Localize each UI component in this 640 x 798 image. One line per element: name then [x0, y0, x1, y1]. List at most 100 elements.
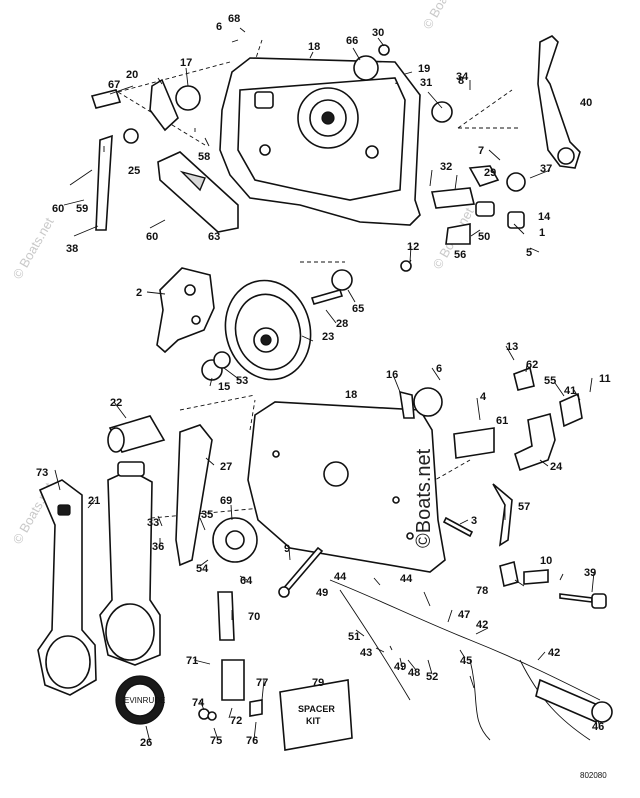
plate-63 [157, 151, 239, 233]
watermark-faint-2: © Boats.net [420, 0, 467, 31]
callout-72: 72 [230, 715, 242, 727]
handle-21 [99, 461, 161, 666]
callout-24: 24 [550, 461, 563, 473]
callout-64: 64 [240, 575, 253, 587]
callout-4: 4 [480, 391, 487, 403]
callout-20: 20 [126, 69, 138, 81]
lower-housing-cover [247, 401, 446, 573]
callout-37: 37 [540, 163, 552, 175]
bracket-2 [156, 267, 215, 354]
gear-hub-23 [224, 279, 312, 381]
handle-73 [37, 479, 97, 696]
callout-59: 59 [76, 203, 88, 215]
callout-76: 76 [246, 735, 258, 747]
callout-leaders [54, 27, 601, 743]
callout-40: 40 [580, 97, 592, 109]
decal-text: EVINRUDE [124, 696, 165, 705]
callout-55: 55 [544, 375, 556, 387]
callout-67: 67 [108, 79, 120, 91]
ring-gear-69 [212, 517, 258, 563]
callout-60b: 60 [146, 231, 158, 243]
callout-49a: 49 [316, 587, 328, 599]
callout-31: 31 [420, 77, 432, 89]
callout-23: 23 [322, 331, 334, 343]
callout-39: 39 [584, 567, 596, 579]
callout-19: 19 [418, 63, 430, 75]
callout-57: 57 [518, 501, 530, 513]
callout-29: 29 [484, 167, 496, 179]
callout-35: 35 [201, 509, 213, 521]
callout-8: 8 [458, 75, 464, 87]
callout-45: 45 [460, 655, 472, 667]
callout-28: 28 [336, 318, 348, 330]
callout-13: 13 [506, 341, 518, 353]
callout-75: 75 [210, 735, 222, 747]
callout-42a: 42 [476, 619, 488, 631]
callout-14: 14 [538, 211, 551, 223]
callout-66: 66 [346, 35, 358, 47]
callout-33: 33 [147, 517, 159, 529]
callout-71: 71 [186, 655, 198, 667]
callout-53: 53 [236, 375, 248, 387]
cylinder-22 [107, 415, 166, 453]
callout-44a: 44 [334, 571, 347, 583]
callout-9: 9 [284, 543, 290, 555]
callout-30: 30 [372, 27, 384, 39]
callout-16: 16 [386, 369, 398, 381]
callout-41: 41 [564, 385, 576, 397]
wire-harness [329, 579, 613, 741]
callout-27: 27 [220, 461, 232, 473]
callout-73: 73 [36, 467, 48, 479]
spacer-kit-box: SPACER KIT [279, 679, 353, 751]
callout-78: 78 [476, 585, 488, 597]
callout-36: 36 [152, 541, 164, 553]
callout-58: 58 [198, 151, 210, 163]
spacer-kit-line1: SPACER [298, 704, 335, 714]
drawing-code: 802080 [580, 771, 607, 780]
upper-housing [219, 57, 421, 226]
callout-69: 69 [220, 495, 232, 507]
callout-49b: 49 [394, 661, 406, 673]
callout-25: 25 [128, 165, 140, 177]
callout-11: 11 [599, 373, 611, 385]
arm-27 [175, 424, 213, 567]
bracket-24 [514, 413, 556, 472]
small-parts [90, 44, 583, 721]
callout-12: 12 [407, 241, 419, 253]
spacer-kit-line2: KIT [306, 716, 321, 726]
watermark-main: ©Boats.net [413, 448, 435, 548]
callout-44b: 44 [400, 573, 413, 585]
callout-68: 68 [228, 13, 240, 25]
callout-62: 62 [526, 359, 538, 371]
callout-77: 77 [256, 677, 268, 689]
callout-74: 74 [192, 697, 205, 709]
callout-10: 10 [540, 555, 552, 567]
callout-26: 26 [140, 737, 152, 749]
callout-1: 1 [539, 227, 545, 239]
callout-52: 52 [426, 671, 438, 683]
callout-5: 5 [526, 247, 532, 259]
callout-2: 2 [136, 287, 142, 299]
callout-50: 50 [478, 231, 490, 243]
callout-46: 46 [592, 721, 604, 733]
callout-6b: 6 [436, 363, 442, 375]
callout-47: 47 [458, 609, 470, 621]
callout-17: 17 [180, 57, 192, 69]
callout-48: 48 [408, 667, 420, 679]
callout-32: 32 [440, 161, 452, 173]
misc-rods [278, 483, 607, 609]
callout-70: 70 [248, 611, 260, 623]
callout-42b: 42 [548, 647, 560, 659]
callout-51: 51 [348, 631, 360, 643]
callout-34: 34 [456, 71, 469, 83]
callout-79: 79 [312, 677, 324, 689]
decal-26: EVINRUDE [115, 675, 165, 725]
callout-54: 54 [196, 563, 209, 575]
callout-43: 43 [360, 647, 372, 659]
callout-38: 38 [66, 243, 78, 255]
callout-56: 56 [454, 249, 466, 261]
callout-18b: 18 [345, 389, 357, 401]
callout-18a: 18 [308, 41, 320, 53]
callout-labels: 1 2 3 4 5 6 6 7 8 9 10 11 12 13 14 15 16… [36, 13, 611, 749]
